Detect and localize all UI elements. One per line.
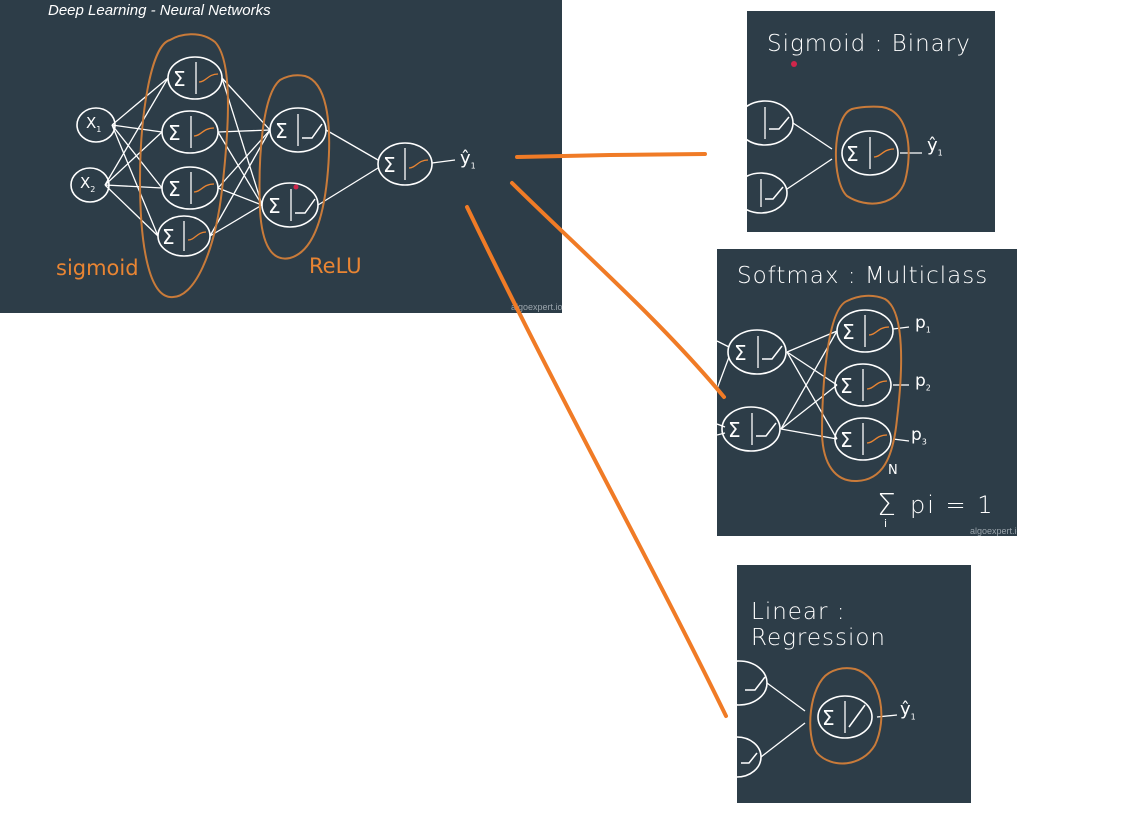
sum-expression: pi = 1 bbox=[910, 491, 995, 519]
output-label-sub: 3 bbox=[921, 437, 927, 447]
svg-text:Σ: Σ bbox=[728, 418, 741, 442]
svg-text:Σ: Σ bbox=[162, 225, 175, 249]
svg-text:Σ: Σ bbox=[822, 706, 835, 730]
output-label: ŷ1 bbox=[460, 148, 476, 171]
output-label-text: ŷ bbox=[927, 135, 938, 156]
hidden2-neuron: Σ bbox=[261, 182, 319, 228]
output-neuron bbox=[841, 130, 899, 176]
sum-lower-bound: i bbox=[884, 517, 888, 530]
sigmoid-binary-board: Sigmoid : Binary Σ ŷ1 bbox=[747, 11, 995, 232]
sum-upper-bound: N bbox=[888, 463, 898, 478]
sigmoid-diagram: Σ bbox=[747, 61, 922, 214]
sigmoid-layer-ring bbox=[138, 33, 229, 299]
softmax-output-neuron: Σ bbox=[834, 417, 892, 461]
output-neuron: Σ bbox=[377, 142, 433, 186]
marker-dot bbox=[293, 184, 299, 190]
watermark: algoexpert.io bbox=[970, 526, 1017, 536]
svg-text:Σ: Σ bbox=[846, 142, 859, 166]
input-node-1 bbox=[76, 107, 116, 143]
svg-text:Σ: Σ bbox=[268, 194, 281, 218]
output-label-text: p bbox=[911, 425, 922, 445]
svg-text:Σ: Σ bbox=[173, 67, 186, 91]
svg-text:Σ: Σ bbox=[383, 153, 396, 177]
watermark: algoexpert.io bbox=[511, 302, 562, 312]
input-label-1-sub: 1 bbox=[96, 125, 102, 134]
softmax-output-label-2: p2 bbox=[915, 371, 931, 392]
network-diagram: Σ Σ Σ Σ Σ bbox=[70, 33, 456, 299]
hidden1-neuron: Σ bbox=[161, 110, 219, 154]
output-label-sub: 1 bbox=[470, 161, 476, 171]
softmax-output-label-1: p1 bbox=[915, 313, 931, 334]
output-label-text: p bbox=[915, 371, 926, 391]
softmax-diagram: Σ Σ Σ Σ Σ Σ bbox=[717, 294, 910, 523]
output-label: ŷ1 bbox=[900, 699, 916, 722]
svg-text:Σ: Σ bbox=[168, 177, 181, 201]
input-to-hidden1-wires bbox=[104, 77, 169, 237]
output-label-sub: 1 bbox=[937, 148, 943, 158]
hidden2-neuron: Σ bbox=[269, 107, 327, 153]
output-neuron bbox=[817, 695, 873, 739]
input-node-2 bbox=[70, 167, 110, 203]
svg-text:Σ: Σ bbox=[877, 488, 896, 523]
output-label: ŷ1 bbox=[927, 135, 943, 158]
input-label-2-text: X bbox=[80, 174, 91, 192]
input-label-2: X2 bbox=[80, 174, 95, 194]
board-title: Deep Learning - Neural Networks bbox=[48, 2, 271, 19]
panel-title: Linear : Regression bbox=[751, 599, 887, 651]
relu-label: ReLU bbox=[309, 254, 362, 278]
panel-title: Sigmoid : Binary bbox=[767, 31, 971, 57]
input-label-1-text: X bbox=[86, 114, 97, 132]
main-network-board: Deep Learning - Neural Networks bbox=[0, 0, 562, 313]
hidden1-neuron: Σ bbox=[161, 166, 219, 210]
panel-title: Softmax : Multiclass bbox=[737, 263, 989, 289]
relu-layer-ring bbox=[258, 74, 331, 260]
softmax-output-neuron: Σ bbox=[836, 309, 894, 353]
linear-diagram: Σ bbox=[737, 660, 898, 778]
input-label-2-sub: 2 bbox=[90, 185, 96, 194]
svg-text:Σ: Σ bbox=[840, 374, 853, 398]
hidden1-neuron: Σ bbox=[157, 215, 211, 257]
softmax-multiclass-board: Softmax : Multiclass Σ Σ Σ bbox=[717, 249, 1017, 536]
output-label-sub: 1 bbox=[925, 325, 931, 335]
output-label-sub: 1 bbox=[910, 712, 916, 722]
svg-text:Σ: Σ bbox=[842, 320, 855, 344]
linear-regression-board: Linear : Regression Σ ŷ1 bbox=[737, 565, 971, 803]
output-label-sub: 2 bbox=[925, 383, 931, 393]
output-label-text: ŷ bbox=[900, 699, 911, 720]
output-label-text: ŷ bbox=[460, 148, 471, 169]
svg-text:Σ: Σ bbox=[840, 428, 853, 452]
softmax-output-label-3: p3 bbox=[911, 425, 927, 446]
softmax-output-neuron: Σ bbox=[834, 363, 892, 407]
svg-text:Σ: Σ bbox=[168, 121, 181, 145]
hidden1-neuron: Σ bbox=[167, 56, 223, 100]
svg-text:Σ: Σ bbox=[734, 341, 747, 365]
input-label-1: X1 bbox=[86, 114, 101, 134]
svg-text:Σ: Σ bbox=[275, 119, 288, 143]
sigmoid-label: sigmoid bbox=[56, 256, 139, 280]
output-label-text: p bbox=[915, 313, 926, 333]
hidden2-to-output-wires bbox=[317, 129, 456, 206]
